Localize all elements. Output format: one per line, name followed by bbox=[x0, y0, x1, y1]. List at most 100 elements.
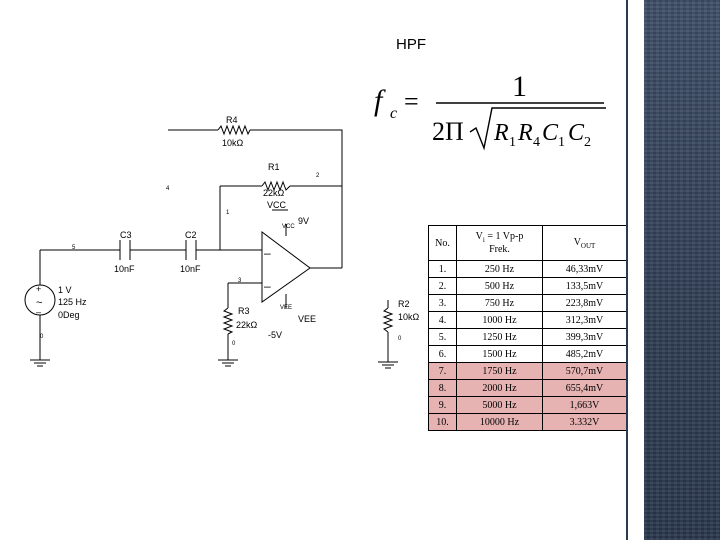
den-term-2: R bbox=[517, 120, 533, 146]
vcc-value: 9V bbox=[298, 216, 309, 226]
c3-name: C3 bbox=[120, 230, 132, 240]
den-term-3: C bbox=[542, 120, 559, 146]
formula-numerator: 1 bbox=[512, 70, 527, 103]
vcc-label: VCC bbox=[267, 200, 287, 210]
capacitor-c2 bbox=[185, 240, 197, 260]
cell-vout: 133,5mV bbox=[542, 277, 627, 295]
header-vin-rest: = 1 Vp-p bbox=[484, 231, 524, 242]
cell-vout: 223,8mV bbox=[542, 294, 627, 312]
node-4: 4 bbox=[166, 186, 170, 192]
r1-value: 22kΩ bbox=[263, 188, 285, 198]
vee-pin-label: VEE bbox=[280, 305, 292, 311]
r2-value: 10kΩ bbox=[398, 312, 420, 322]
cell-frequency: 2000 Hz bbox=[456, 379, 543, 397]
side-divider bbox=[626, 0, 628, 540]
den-term-4-sub: 2 bbox=[584, 135, 591, 150]
node-1: 1 bbox=[226, 210, 230, 216]
header-vin-line2: Frek. bbox=[489, 244, 510, 255]
cell-frequency: 500 Hz bbox=[456, 277, 543, 295]
hpf-schematic: + ~ – – – R4 10kΩ R1 22kΩ C3 10nF C2 10n… bbox=[24, 115, 420, 369]
node-5: 5 bbox=[72, 245, 76, 251]
cell-no: 1. bbox=[428, 260, 457, 278]
ground-symbol bbox=[30, 359, 398, 369]
node-2: 2 bbox=[316, 173, 320, 179]
resistor-r4 bbox=[217, 124, 251, 136]
formula-lhs-sub: c bbox=[390, 105, 397, 122]
node-ground-1: 0 bbox=[40, 334, 44, 340]
cell-frequency: 250 Hz bbox=[456, 260, 543, 278]
c2-name: C2 bbox=[185, 230, 197, 240]
table-header-row: No. Vi = 1 Vp-p Frek. VOUT bbox=[428, 225, 627, 261]
capacitor-c3 bbox=[119, 240, 131, 260]
den-term-3-sub: 1 bbox=[558, 135, 565, 150]
source-phase: 0Deg bbox=[58, 310, 80, 320]
cell-frequency: 5000 Hz bbox=[456, 396, 543, 414]
vee-label: VEE bbox=[298, 314, 316, 324]
cell-frequency: 1000 Hz bbox=[456, 311, 543, 329]
r4-name: R4 bbox=[226, 115, 238, 125]
resistor-r1 bbox=[261, 180, 291, 192]
node-ground-2: 0 bbox=[232, 341, 236, 347]
source-tilde: ~ bbox=[36, 297, 42, 309]
r3-value: 22kΩ bbox=[236, 320, 258, 330]
cell-frequency: 1750 Hz bbox=[456, 362, 543, 380]
source-minus: – bbox=[36, 307, 41, 317]
cell-vout: 312,3mV bbox=[542, 311, 627, 329]
header-vout-sub: OUT bbox=[580, 241, 596, 250]
cell-no: 9. bbox=[428, 396, 457, 414]
cell-vout: 485,2mV bbox=[542, 345, 627, 363]
cell-frequency: 1500 Hz bbox=[456, 345, 543, 363]
r4-value: 10kΩ bbox=[222, 138, 244, 148]
circuit-wires bbox=[39, 129, 389, 362]
cell-no: 6. bbox=[428, 345, 457, 363]
cell-no: 7. bbox=[428, 362, 457, 380]
c2-value: 10nF bbox=[180, 264, 201, 274]
sqrt-sign bbox=[469, 107, 606, 151]
vcc-pin-label: VCC bbox=[282, 224, 295, 230]
cell-frequency: 10000 Hz bbox=[456, 413, 543, 431]
resistor-r3 bbox=[222, 307, 234, 335]
opamp-symbol bbox=[261, 231, 311, 303]
node-ground-3: 0 bbox=[398, 336, 402, 342]
cell-frequency: 750 Hz bbox=[456, 294, 543, 312]
cell-no: 2. bbox=[428, 277, 457, 295]
source-plus: + bbox=[36, 284, 41, 294]
cell-no: 5. bbox=[428, 328, 457, 346]
header-vin-main: V bbox=[475, 231, 483, 242]
header-vout-main: V bbox=[573, 236, 581, 248]
c3-value: 10nF bbox=[114, 264, 135, 274]
cell-vout: 1,663V bbox=[542, 396, 627, 414]
ac-source bbox=[24, 284, 56, 316]
den-term-2-sub: 4 bbox=[533, 135, 540, 150]
header-vin-sub: i bbox=[482, 236, 485, 244]
formula-den-prefix: 2Π bbox=[432, 117, 464, 146]
cell-no: 8. bbox=[428, 379, 457, 397]
header-vin: Vi = 1 Vp-p Frek. bbox=[456, 225, 543, 261]
cell-frequency: 1250 Hz bbox=[456, 328, 543, 346]
cell-no: 10. bbox=[428, 413, 457, 431]
slide-title: HPF bbox=[396, 36, 426, 53]
opamp-noninverting: – bbox=[264, 279, 271, 293]
header-vout: VOUT bbox=[542, 225, 627, 261]
source-amplitude: 1 V bbox=[58, 285, 72, 295]
cell-no: 4. bbox=[428, 311, 457, 329]
cell-vout: 3.332V bbox=[542, 413, 627, 431]
r3-name: R3 bbox=[238, 306, 250, 316]
cell-vout: 655,4mV bbox=[542, 379, 627, 397]
node-3: 3 bbox=[238, 278, 242, 284]
cell-no: 3. bbox=[428, 294, 457, 312]
r1-name: R1 bbox=[268, 162, 280, 172]
resistor-r2 bbox=[382, 307, 394, 333]
cell-vout: 46,33mV bbox=[542, 260, 627, 278]
formula-equals: = bbox=[404, 87, 419, 116]
opamp-inverting: – bbox=[264, 246, 271, 260]
side-band bbox=[626, 0, 644, 540]
